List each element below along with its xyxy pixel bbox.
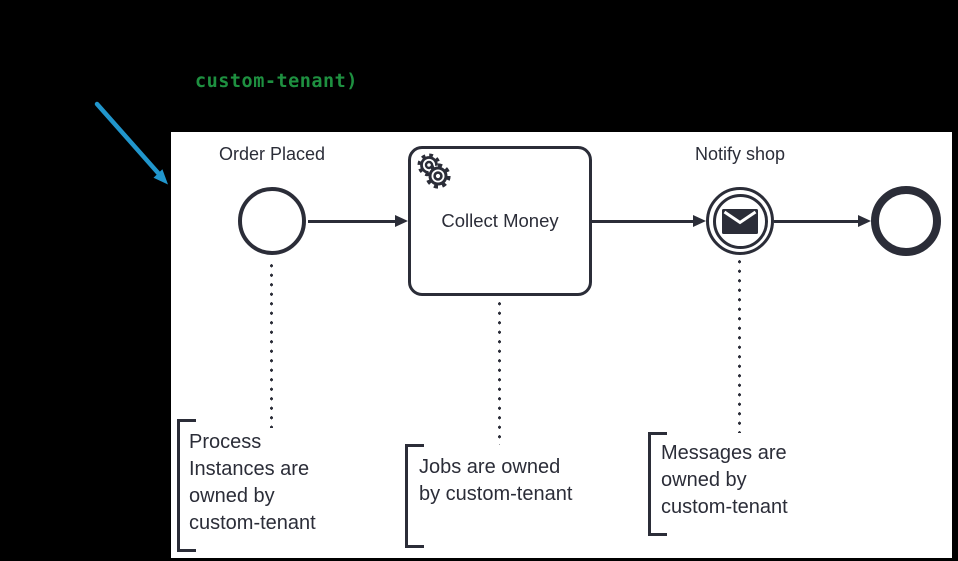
sequence-flow-3: [774, 214, 871, 227]
annotation-text-messages: Messages are owned by custom-tenant: [661, 442, 788, 518]
bpmn-canvas: Order Placed Collect Money: [171, 132, 952, 558]
envelope-icon: [722, 208, 758, 234]
terminal-code-text: custom-tenant): [195, 71, 358, 92]
sequence-flow-1: [308, 214, 408, 227]
message-event-inner-ring: [712, 193, 768, 249]
end-event: [871, 186, 941, 256]
sequence-flow-2: [592, 214, 706, 227]
dotted-association-start-event: [270, 261, 274, 428]
start-event: [238, 187, 306, 255]
annotation-bracket-3: [648, 432, 667, 536]
task-label: Collect Money: [441, 210, 559, 231]
dotted-association-message-event: [738, 257, 742, 433]
start-event-label: Order Placed: [218, 144, 326, 164]
annotation-text-process-instances: Process Instances are owned by custom-te…: [189, 431, 316, 534]
service-task-collect-money: Collect Money: [408, 146, 592, 296]
annotation-bracket-1: [177, 419, 196, 552]
message-event: [706, 187, 774, 255]
dotted-association-task: [498, 299, 502, 445]
message-event-label: Notify shop: [694, 144, 786, 164]
annotation-bracket-2: [405, 444, 424, 548]
annotation-text-jobs: Jobs are owned by custom-tenant: [419, 456, 573, 505]
gears-icon: [417, 153, 451, 189]
